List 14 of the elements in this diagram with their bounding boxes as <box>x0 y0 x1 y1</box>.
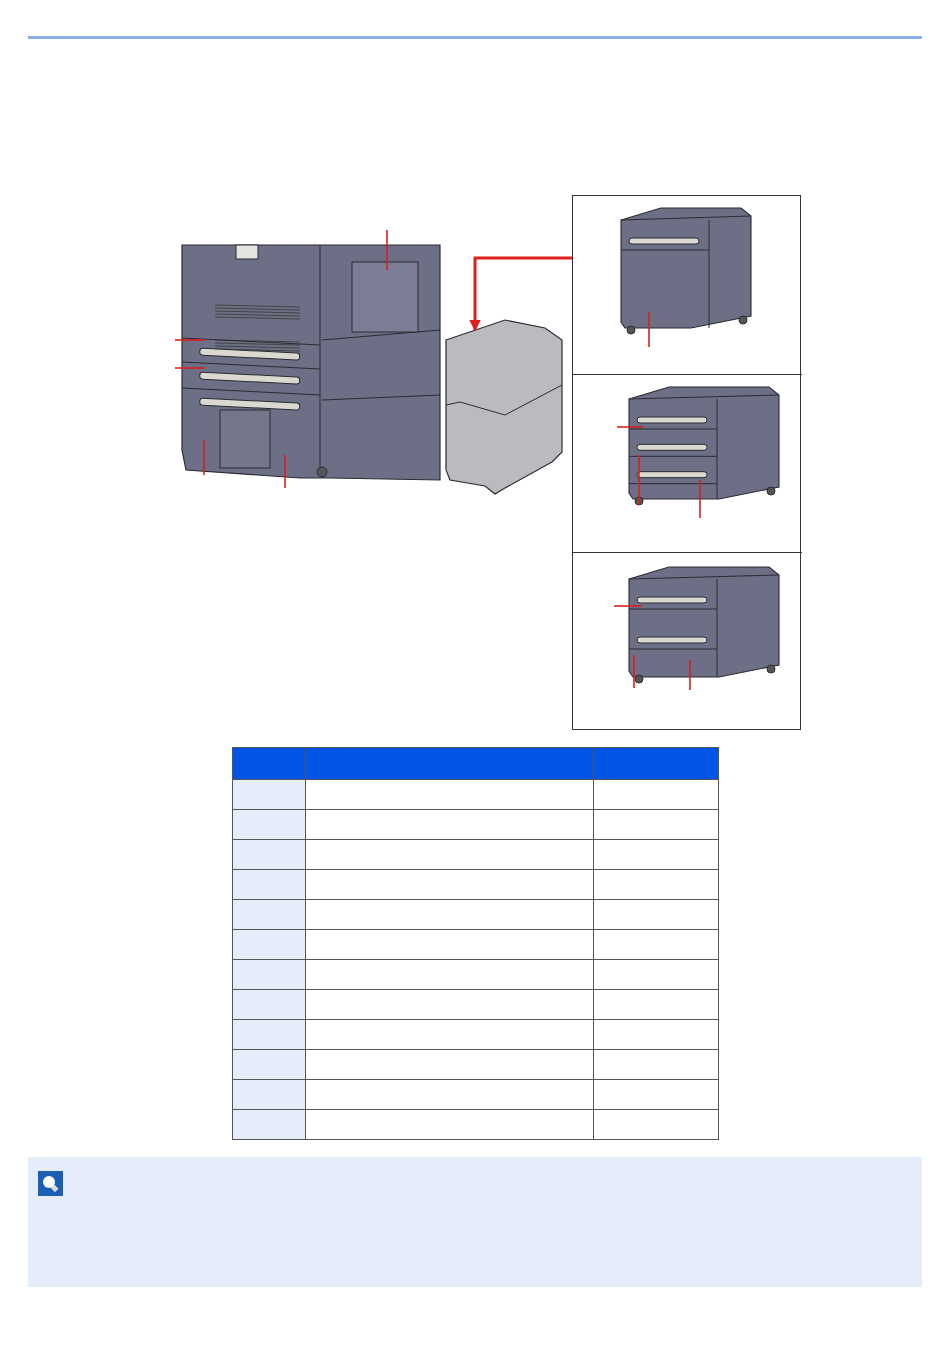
leader-line <box>174 367 206 369</box>
inset-frame <box>572 195 801 730</box>
leader-line <box>284 454 286 489</box>
leader-line <box>616 426 644 428</box>
leader-line <box>174 339 206 341</box>
leader-line <box>648 311 650 348</box>
leader-line <box>689 659 691 691</box>
arrow <box>469 256 572 332</box>
leader-line <box>633 654 635 689</box>
leader-line <box>203 439 205 476</box>
leader-line <box>699 479 701 519</box>
leader-line <box>638 454 640 506</box>
leader-line <box>386 229 388 271</box>
leader-line <box>613 605 643 607</box>
